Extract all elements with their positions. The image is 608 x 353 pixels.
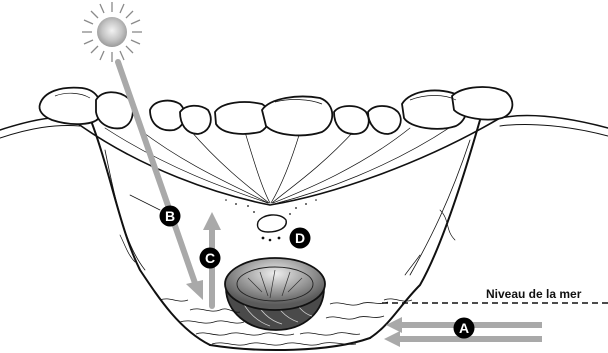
marker-a-label: A <box>459 320 469 336</box>
marker-a: A <box>454 318 475 339</box>
stones <box>40 87 513 135</box>
coconut-half-icon <box>225 258 325 330</box>
sea-level-label: Niveau de la mer <box>486 287 582 301</box>
marker-c: C <box>200 248 221 269</box>
marker-c-label: C <box>205 250 215 266</box>
marker-d: D <box>290 228 311 249</box>
sun-icon <box>82 2 142 62</box>
marker-d-label: D <box>295 230 305 246</box>
arrow-b <box>118 62 203 300</box>
marker-b-label: B <box>165 208 175 224</box>
marker-b: B <box>160 206 181 227</box>
